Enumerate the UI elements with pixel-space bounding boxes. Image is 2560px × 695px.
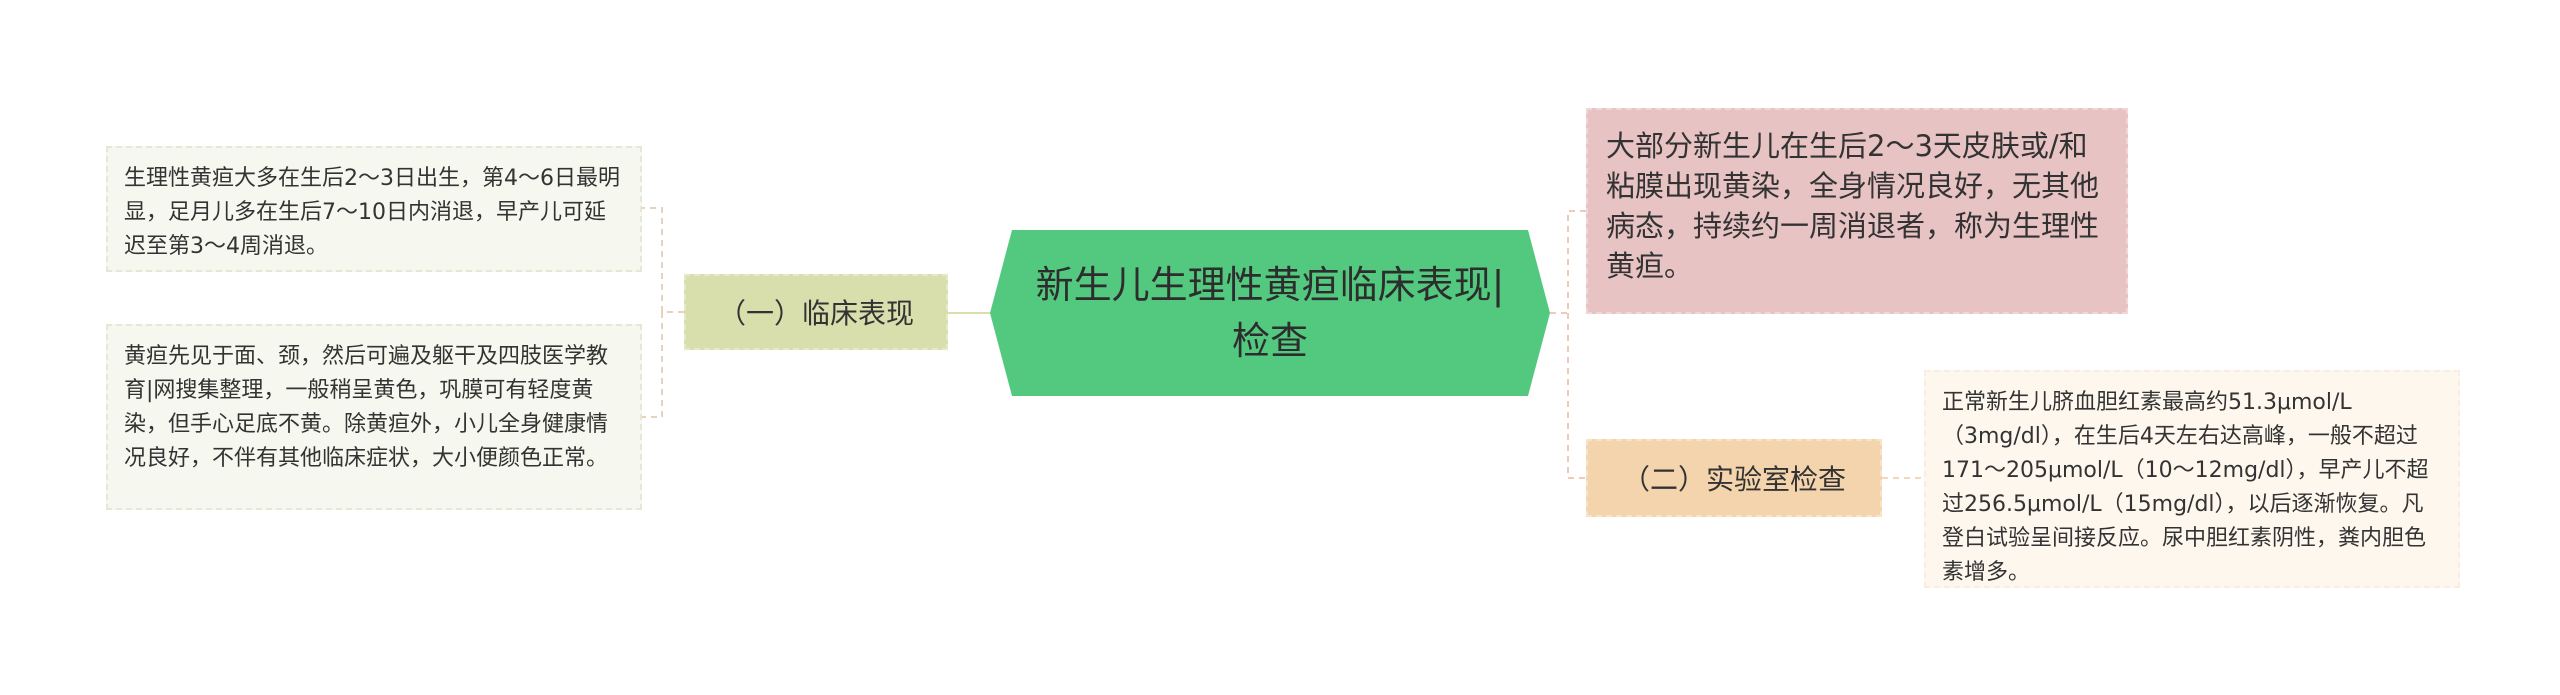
link-clinical-leaf-1: [642, 207, 684, 313]
branch-lab-examination[interactable]: （二）实验室检查: [1586, 439, 1882, 517]
leaf-clinical-timing-text: 生理性黄疸大多在生后2～3日出生，第4～6日最明显，足月儿多在生后7～10日内消…: [124, 166, 620, 259]
link-clinical-leaf-2: [642, 312, 663, 418]
leaf-clinical-timing[interactable]: 生理性黄疸大多在生后2～3日出生，第4～6日最明显，足月儿多在生后7～10日内消…: [106, 146, 642, 272]
central-topic[interactable]: 新生儿生理性黄疸临床表现|检查: [990, 230, 1550, 396]
link-central-lab: [1567, 313, 1586, 479]
central-topic-text: 新生儿生理性黄疸临床表现|检查: [1035, 263, 1505, 363]
leaf-lab-bilirubin-text: 正常新生儿脐血胆红素最高约51.3μmol/L（3mg/dl），在生后4天左右达…: [1942, 390, 2429, 585]
link-central-definition: [1550, 210, 1586, 314]
leaf-lab-bilirubin[interactable]: 正常新生儿脐血胆红素最高约51.3μmol/L（3mg/dl），在生后4天左右达…: [1924, 370, 2460, 588]
branch-definition[interactable]: 大部分新生儿在生后2～3天皮肤或/和粘膜出现黄染，全身情况良好，无其他病态，持续…: [1586, 108, 2128, 314]
branch-lab-label: （二）实验室检查: [1621, 463, 1846, 496]
branch-definition-text: 大部分新生儿在生后2～3天皮肤或/和粘膜出现黄染，全身情况良好，无其他病态，持续…: [1606, 129, 2100, 283]
branch-clinical-manifestation[interactable]: （一）临床表现: [684, 274, 948, 350]
leaf-clinical-symptoms-text: 黄疸先见于面、颈，然后可遍及躯干及四肢医学教育|网搜集整理，一般稍呈黄色，巩膜可…: [124, 344, 609, 471]
leaf-clinical-symptoms[interactable]: 黄疸先见于面、颈，然后可遍及躯干及四肢医学教育|网搜集整理，一般稍呈黄色，巩膜可…: [106, 324, 642, 510]
branch-clinical-label: （一）临床表现: [717, 297, 914, 330]
